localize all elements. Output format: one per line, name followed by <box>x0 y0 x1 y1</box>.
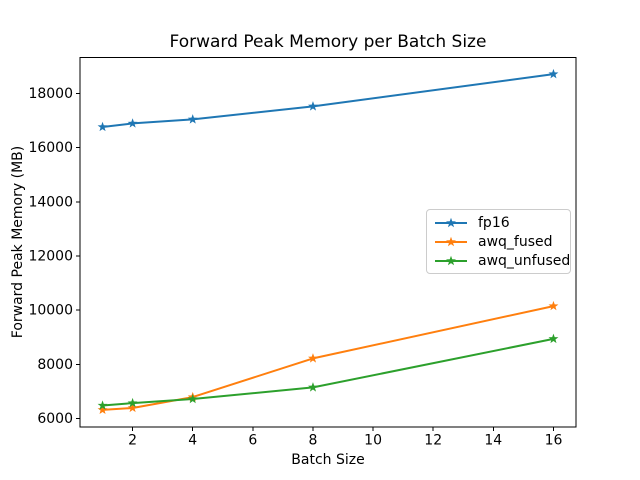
series-line-awq_fused <box>101 305 555 411</box>
data-point-marker-awq_fused <box>97 404 108 415</box>
data-point-marker-awq_fused <box>548 300 559 311</box>
legend-marker-awq_fused <box>435 236 467 246</box>
legend-marker-fp16 <box>435 217 467 227</box>
axes-frame <box>79 57 577 428</box>
series-line-fp16 <box>101 73 555 128</box>
legend-marker-awq_unfused <box>435 255 467 265</box>
x-tick-label: 8 <box>309 433 318 449</box>
y-tick-label: 18000 <box>28 86 73 102</box>
data-point-marker-fp16 <box>308 101 318 111</box>
legend-item-fp16: fp16 <box>433 213 562 232</box>
data-point-marker-awq_fused <box>127 402 138 413</box>
legend: fp16 awq_fused awq_unfused <box>426 209 571 274</box>
data-point-marker-fp16 <box>187 114 198 124</box>
x-tick-label: 16 <box>545 433 563 449</box>
data-point-marker-fp16 <box>97 121 108 132</box>
x-tick-label: 10 <box>364 433 382 449</box>
chart-title: Forward Peak Memory per Batch Size <box>169 32 487 52</box>
x-tick-label: 12 <box>424 433 442 449</box>
x-tick-label: 14 <box>484 433 502 449</box>
y-axis-label: Forward Peak Memory (MB) <box>10 145 26 339</box>
legend-label: fp16 <box>478 214 510 231</box>
x-tick-label: 2 <box>128 433 137 449</box>
data-point-marker-awq_unfused <box>308 382 318 392</box>
x-tick-label: 4 <box>188 433 197 449</box>
y-tick-label: 12000 <box>28 248 73 264</box>
data-point-marker-awq_fused <box>308 353 318 363</box>
y-tick-label: 8000 <box>37 357 73 373</box>
y-tick-label: 16000 <box>28 140 73 156</box>
data-point-marker-fp16 <box>127 118 138 128</box>
series-line-awq_unfused <box>101 337 555 407</box>
legend-label: awq_unfused <box>478 252 571 269</box>
y-tick-label: 10000 <box>28 303 73 319</box>
legend-item-awq_fused: awq_fused <box>433 232 562 251</box>
y-tick-label: 6000 <box>37 411 73 427</box>
x-tick-label: 6 <box>248 433 257 449</box>
data-point-marker-awq_unfused <box>97 400 108 410</box>
data-point-marker-fp16 <box>548 68 559 79</box>
legend-item-awq_unfused: awq_unfused <box>433 251 570 270</box>
data-point-marker-awq_unfused <box>127 397 138 408</box>
x-axis-label: Batch Size <box>291 452 365 468</box>
data-point-marker-awq_unfused <box>548 333 559 344</box>
legend-label: awq_fused <box>478 233 553 250</box>
data-point-marker-awq_unfused <box>187 393 198 404</box>
y-tick-label: 14000 <box>28 194 73 210</box>
